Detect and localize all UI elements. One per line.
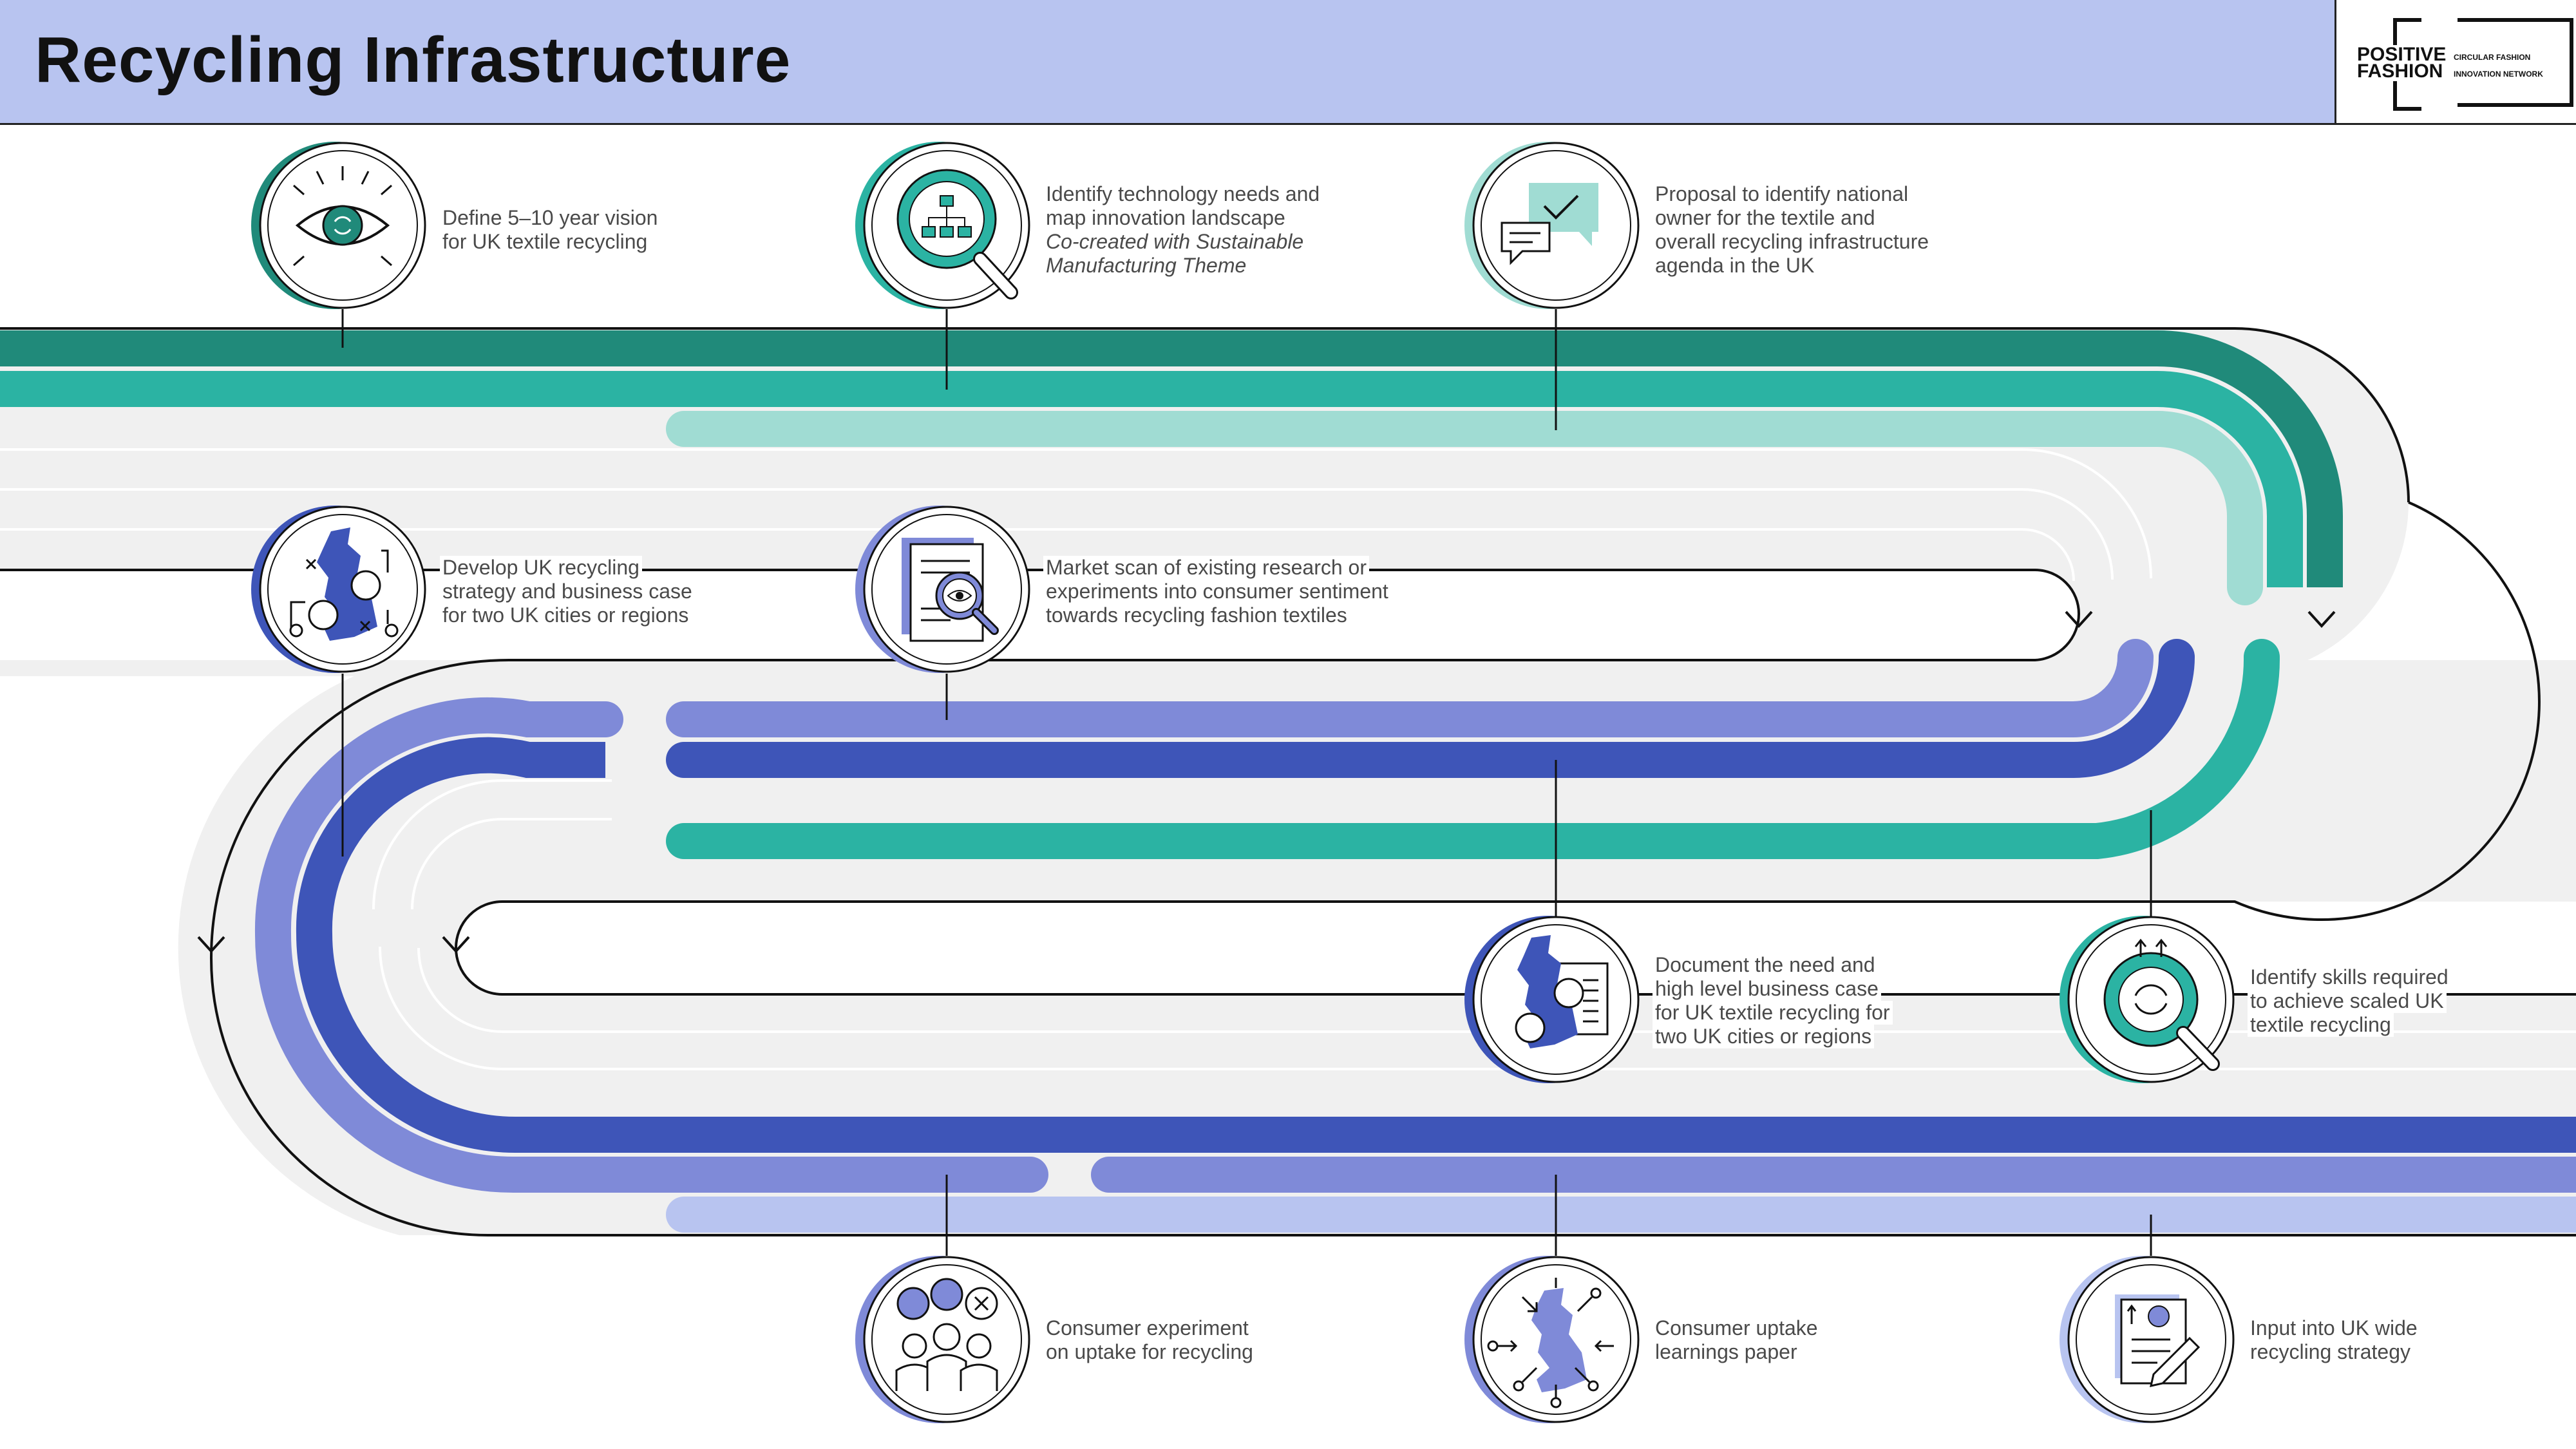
bar-mid-blue-left <box>254 697 1048 1193</box>
chevron-1 <box>2307 611 2336 628</box>
org-chart-magnifier-icon <box>855 142 1030 309</box>
document-pen-icon <box>2060 1256 2235 1423</box>
bar-dark-teal <box>0 330 2343 587</box>
milestone-label-strategy-input: Input into UK wide recycling strategy <box>2248 1316 2420 1364</box>
milestone-label-skills: Identify skills required to achieve scal… <box>2248 965 2451 1037</box>
milestone-label-tech-needs: Identify technology needs and map innova… <box>1043 182 1323 278</box>
chevron-3 <box>197 936 225 953</box>
logo-subtitle: CIRCULAR FASHION INNOVATION NETWORK <box>2451 49 2566 82</box>
direction-chevrons <box>197 611 2336 953</box>
page-title: Recycling Infrastructure <box>35 24 791 96</box>
milestone-label-uk-strategy: Develop UK recycling strategy and busine… <box>440 556 695 627</box>
connectors <box>341 309 2152 1256</box>
milestone-label-market-scan: Market scan of existing research or expe… <box>1043 556 1391 627</box>
lane-line-5 <box>417 947 2576 1033</box>
header-banner: Recycling Infrastructure <box>0 0 2334 125</box>
bar-teal-return <box>666 639 2280 859</box>
eye-icon <box>251 142 426 309</box>
lane-line-6 <box>372 779 612 910</box>
uk-map-process-icon <box>251 506 426 673</box>
progress-bars <box>0 330 2576 1233</box>
bar-dark-blue-return <box>666 639 2195 778</box>
people-recycle-icon <box>855 1256 1030 1423</box>
logo-wordmark: POSITIVE FASHION <box>2354 45 2449 81</box>
lane-line-2 <box>0 488 2114 580</box>
milestone-label-vision: Define 5–10 year vision for UK textile r… <box>440 206 661 254</box>
document-magnifier-eye-icon <box>855 506 1030 673</box>
lane-line-3 <box>0 528 2075 582</box>
chevron-2 <box>2065 611 2093 628</box>
milestone-icons <box>251 142 2235 1423</box>
bar-dark-blue-left <box>296 737 2576 1153</box>
brand-logo: POSITIVE FASHION CIRCULAR FASHION INNOVA… <box>2334 0 2576 125</box>
outline-inner-top <box>0 569 2576 1236</box>
milestone-label-national-owner: Proposal to identify national owner for … <box>1653 182 1932 278</box>
chevron-4 <box>442 936 470 953</box>
outline-top-outer <box>0 327 2410 503</box>
recycle-magnifier-icon <box>2060 916 2235 1083</box>
uk-map-arrows-icon <box>1464 1256 1640 1423</box>
bar-mid-blue-return <box>666 639 2154 737</box>
lane-line-1 <box>0 448 2152 579</box>
uk-map-document-icon <box>1464 916 1640 1083</box>
bar-light-teal <box>666 411 2263 605</box>
bar-teal <box>0 371 2303 587</box>
chat-bubbles-check-icon <box>1464 142 1640 309</box>
lane-line-4 <box>379 946 2576 1070</box>
milestone-label-learnings-paper: Consumer uptake learnings paper <box>1653 1316 1821 1364</box>
lane-line-7 <box>411 818 612 910</box>
milestone-label-consumer-experiment: Consumer experiment on uptake for recycl… <box>1043 1316 1256 1364</box>
outline-middle-bend <box>454 501 2576 996</box>
milestone-label-document-need: Document the need and high level busines… <box>1653 953 1893 1048</box>
